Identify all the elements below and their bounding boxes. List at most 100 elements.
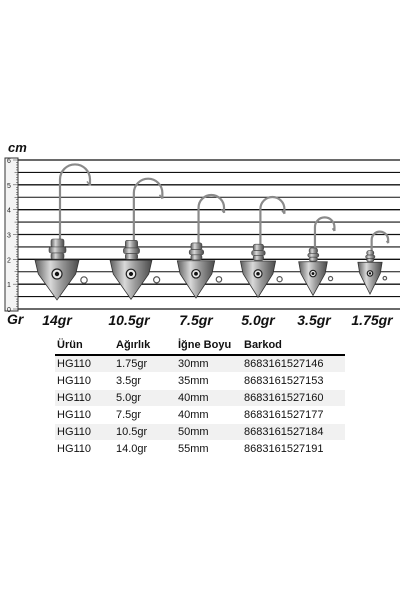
jig-head: [357, 230, 390, 296]
hook-barb: [220, 208, 225, 214]
eye-pupil-icon: [311, 272, 315, 275]
table-row: HG110 7.5gr 40mm 8683161527177: [55, 406, 345, 424]
ruler-number: 2: [7, 257, 11, 264]
weight-label-5-0gr: 5.0gr: [241, 312, 275, 328]
table-row: HG110 5.0gr 40mm 8683161527160: [55, 389, 345, 407]
eye-pupil-icon: [128, 271, 134, 277]
weight-label-1-75gr: 1.75gr: [351, 312, 393, 328]
side-ring: [153, 276, 161, 284]
table-row: HG110 10.5gr 50mm 8683161527184: [55, 423, 345, 441]
jig-body: [357, 261, 383, 296]
jig-head: [34, 163, 92, 301]
weight-label-10-5gr: 10.5gr: [108, 312, 150, 328]
spec-table: Ürün Ağırlık İğne Boyu Barkod HG110 1.75…: [55, 336, 345, 458]
jig-heads: [34, 163, 390, 301]
collar-bottom: [252, 255, 264, 261]
collar-bottom: [366, 258, 375, 262]
hook-barb: [281, 210, 286, 215]
cell-hook-length: 35mm: [176, 372, 242, 390]
side-ring: [80, 276, 88, 284]
ruler-ticks: 0 1 2 3 4 5 6: [7, 158, 18, 314]
unit-label-cm: cm: [8, 140, 27, 155]
cell-hook-length: 50mm: [176, 423, 242, 441]
side-ring: [382, 275, 388, 281]
hook-barb: [385, 240, 389, 244]
jig-body: [176, 260, 216, 299]
hook: [197, 193, 226, 250]
hook: [313, 216, 336, 254]
ruler-number: 3: [7, 233, 11, 240]
cell-hook-length: 40mm: [176, 389, 242, 407]
collar-middle: [307, 253, 320, 258]
ruler-lines: [18, 159, 400, 310]
collar-bottom: [190, 254, 203, 261]
cell-weight: 7.5gr: [114, 406, 176, 424]
eye-pupil-icon: [194, 271, 198, 276]
spec-table-header: Ürün Ağırlık İğne Boyu Barkod: [55, 336, 345, 356]
cell-barcode: 8683161527146: [242, 355, 345, 373]
hook: [58, 163, 92, 247]
side-ring: [215, 276, 223, 283]
side-ring: [327, 275, 334, 282]
jig-body: [34, 259, 80, 301]
hook-barb: [158, 194, 163, 200]
weight-label-7-5gr: 7.5gr: [179, 312, 213, 328]
ruler-number: 4: [7, 208, 11, 215]
table-row: HG110 3.5gr 35mm 8683161527153: [55, 372, 345, 390]
cell-weight: 10.5gr: [114, 423, 176, 441]
ruler-number: 6: [7, 158, 11, 165]
unit-label-gr: Gr: [7, 311, 24, 327]
cell-weight: 14.0gr: [114, 440, 176, 458]
cell-hook-length: 30mm: [176, 355, 242, 373]
collar-top: [50, 238, 65, 248]
collar-top: [308, 247, 318, 254]
cell-product: HG110: [55, 355, 114, 373]
collar-middle: [365, 254, 376, 259]
jig-head: [109, 177, 164, 301]
eye-pupil-icon: [256, 271, 260, 276]
measurement-ruler: 0 1 2 3 4 5 6: [4, 157, 400, 314]
jig-head: [239, 195, 286, 299]
ruler-number: 5: [7, 183, 11, 190]
jig-body: [298, 261, 328, 297]
cell-barcode: 8683161527153: [242, 372, 345, 390]
collar-middle: [188, 249, 204, 256]
hook: [370, 230, 390, 256]
cell-barcode: 8683161527184: [242, 423, 345, 441]
collar-middle: [251, 250, 266, 256]
collar-top: [125, 240, 138, 249]
ruler-number: 0: [7, 307, 11, 314]
cell-product: HG110: [55, 389, 114, 407]
ruler-number: 1: [7, 282, 11, 289]
cell-product: HG110: [55, 406, 114, 424]
eye-pupil-icon: [54, 271, 60, 277]
jig-head: [176, 193, 226, 299]
side-ring: [276, 276, 283, 283]
hook-barb: [331, 227, 336, 232]
jig-head: [298, 216, 336, 297]
hook: [259, 195, 286, 251]
cell-barcode: 8683161527160: [242, 389, 345, 407]
header-weight: Ağırlık: [114, 336, 176, 356]
collar-top: [252, 243, 264, 251]
collar-middle: [48, 246, 67, 254]
header-barcode: Barkod: [242, 336, 345, 356]
table-row: HG110 14.0gr 55mm 8683161527191: [55, 440, 345, 458]
header-product: Ürün: [55, 336, 114, 356]
collar-middle: [123, 247, 140, 254]
cell-barcode: 8683161527191: [242, 440, 345, 458]
table-row: HG110 1.75gr 30mm 8683161527146: [55, 355, 345, 373]
cell-product: HG110: [55, 372, 114, 390]
header-hook-length: İğne Boyu: [176, 336, 242, 356]
cell-weight: 5.0gr: [114, 389, 176, 407]
hook-barb: [86, 180, 91, 186]
cell-weight: 1.75gr: [114, 355, 176, 373]
collar-top: [190, 242, 203, 250]
cell-hook-length: 40mm: [176, 406, 242, 424]
hook: [132, 177, 164, 248]
collar-bottom: [125, 253, 138, 260]
cell-product: HG110: [55, 440, 114, 458]
jig-body: [109, 259, 153, 301]
eye-pupil-icon: [368, 272, 372, 275]
